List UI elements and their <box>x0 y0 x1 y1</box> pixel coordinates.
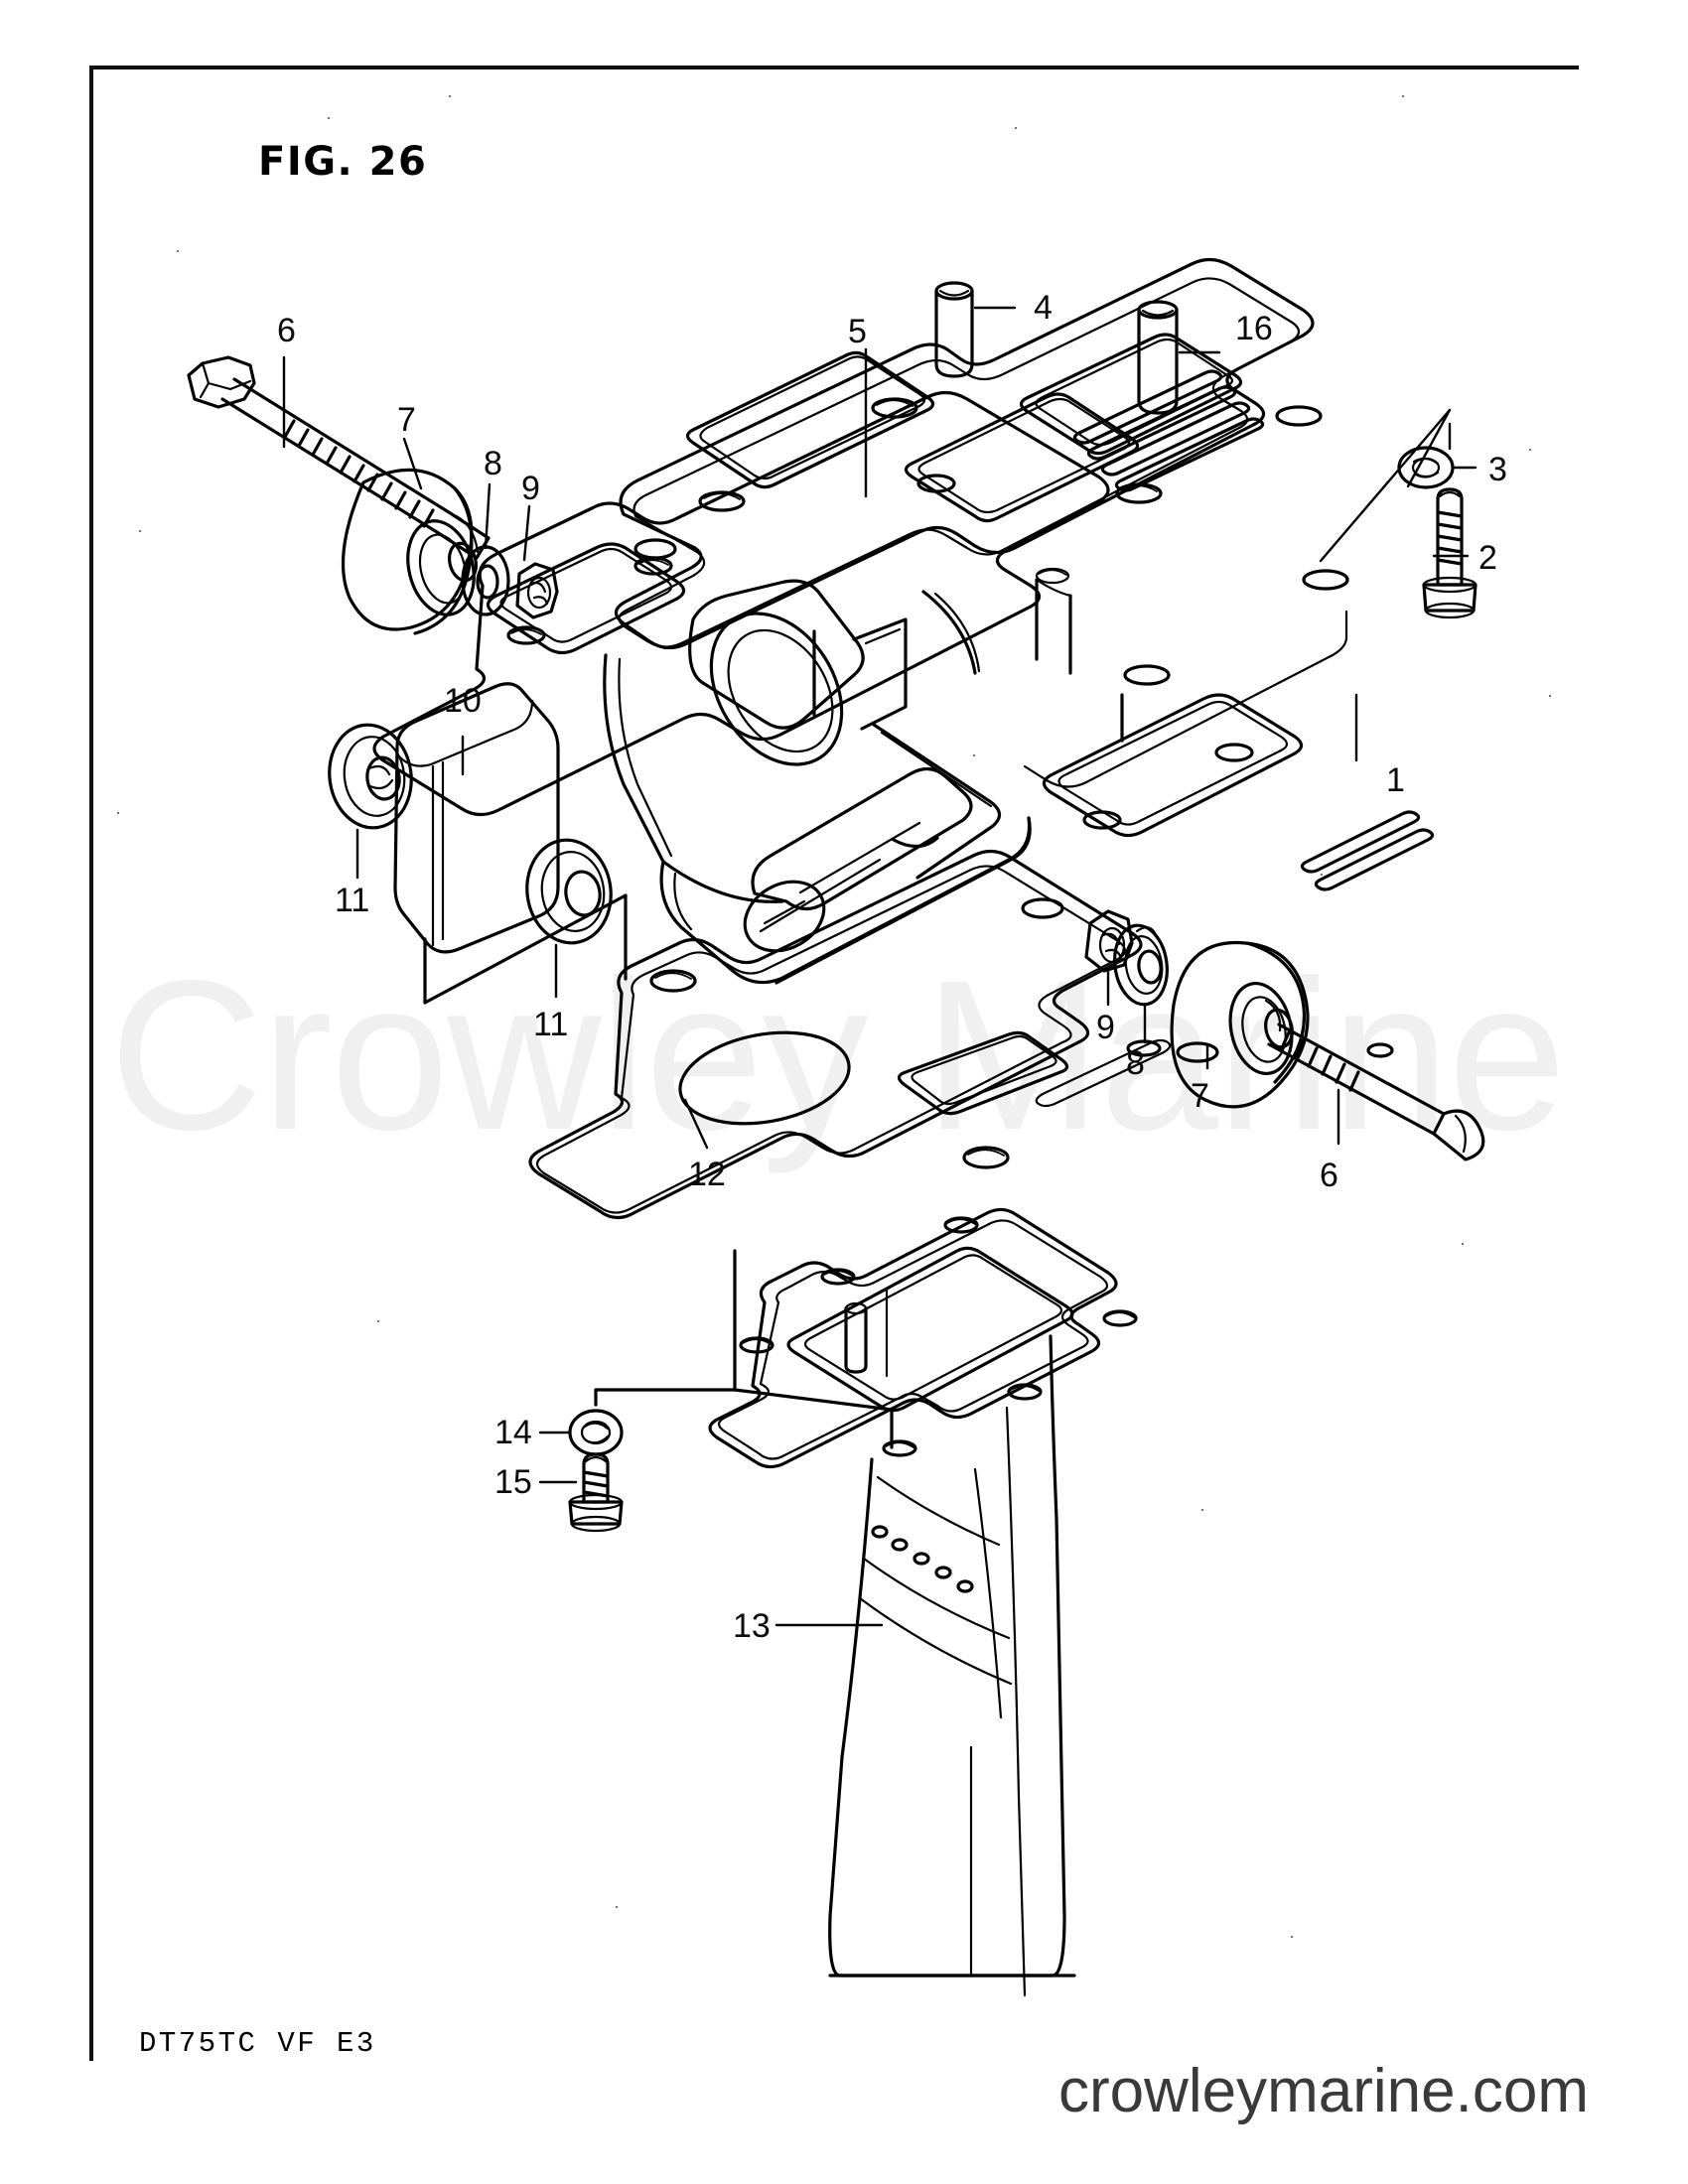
callout-13: 13 <box>733 1607 771 1645</box>
washer-3 <box>1319 408 1477 563</box>
lock-washer-14 <box>538 1409 624 1456</box>
callout-11-upper: 11 <box>335 882 370 919</box>
callout-9-upper-left: 9 <box>521 470 540 507</box>
callout-14: 14 <box>494 1414 532 1451</box>
site-watermark: crowleymarine.com <box>1057 2057 1589 2125</box>
page-frame-left-rule <box>89 66 93 2061</box>
drive-shaft-housing-13 <box>708 1207 1138 1997</box>
bolt-2 <box>1422 487 1477 619</box>
nut-upper-left <box>515 504 559 619</box>
callout-2: 2 <box>1478 539 1497 577</box>
callout-6-upper-left: 6 <box>277 312 296 349</box>
dowel-pin-16 <box>1137 300 1221 415</box>
model-code-label: DT75TC VF E3 <box>139 2027 376 2060</box>
screw-15 <box>538 1452 624 1533</box>
callout-8-upper-left: 8 <box>484 445 502 482</box>
crowley-marine-watermark: Crowley Marine <box>109 935 1566 1174</box>
callout-15: 15 <box>494 1463 532 1501</box>
callout-3: 3 <box>1488 451 1507 488</box>
mount-bushing-upper-left <box>341 437 480 635</box>
callout-12: 12 <box>688 1156 726 1193</box>
callout-16: 16 <box>1235 310 1273 347</box>
callout-7-lower-right: 7 <box>1191 1077 1209 1115</box>
callout-8-lower-right: 8 <box>1126 1044 1145 1082</box>
callout-6-lower-right: 6 <box>1320 1157 1338 1194</box>
callout-9-lower-right: 9 <box>1096 1009 1115 1046</box>
bolt-upper-left <box>187 355 491 560</box>
callout-7-upper-left: 7 <box>397 401 416 439</box>
rubber-mount-10 <box>393 682 560 954</box>
figure-title: FIG. 26 <box>258 139 428 185</box>
washer-upper-left <box>461 482 510 616</box>
page-frame-top-rule <box>89 66 1579 69</box>
callout-4: 4 <box>1034 289 1053 327</box>
screw-group-bracket <box>594 1249 894 1449</box>
callout-1: 1 <box>1386 761 1405 799</box>
callout-5: 5 <box>848 313 867 350</box>
mount-washer-upper-11 <box>328 723 413 880</box>
callout-11-lower: 11 <box>533 1006 569 1043</box>
callout-10: 10 <box>444 682 482 720</box>
dowel-pin-4 <box>934 281 1017 378</box>
